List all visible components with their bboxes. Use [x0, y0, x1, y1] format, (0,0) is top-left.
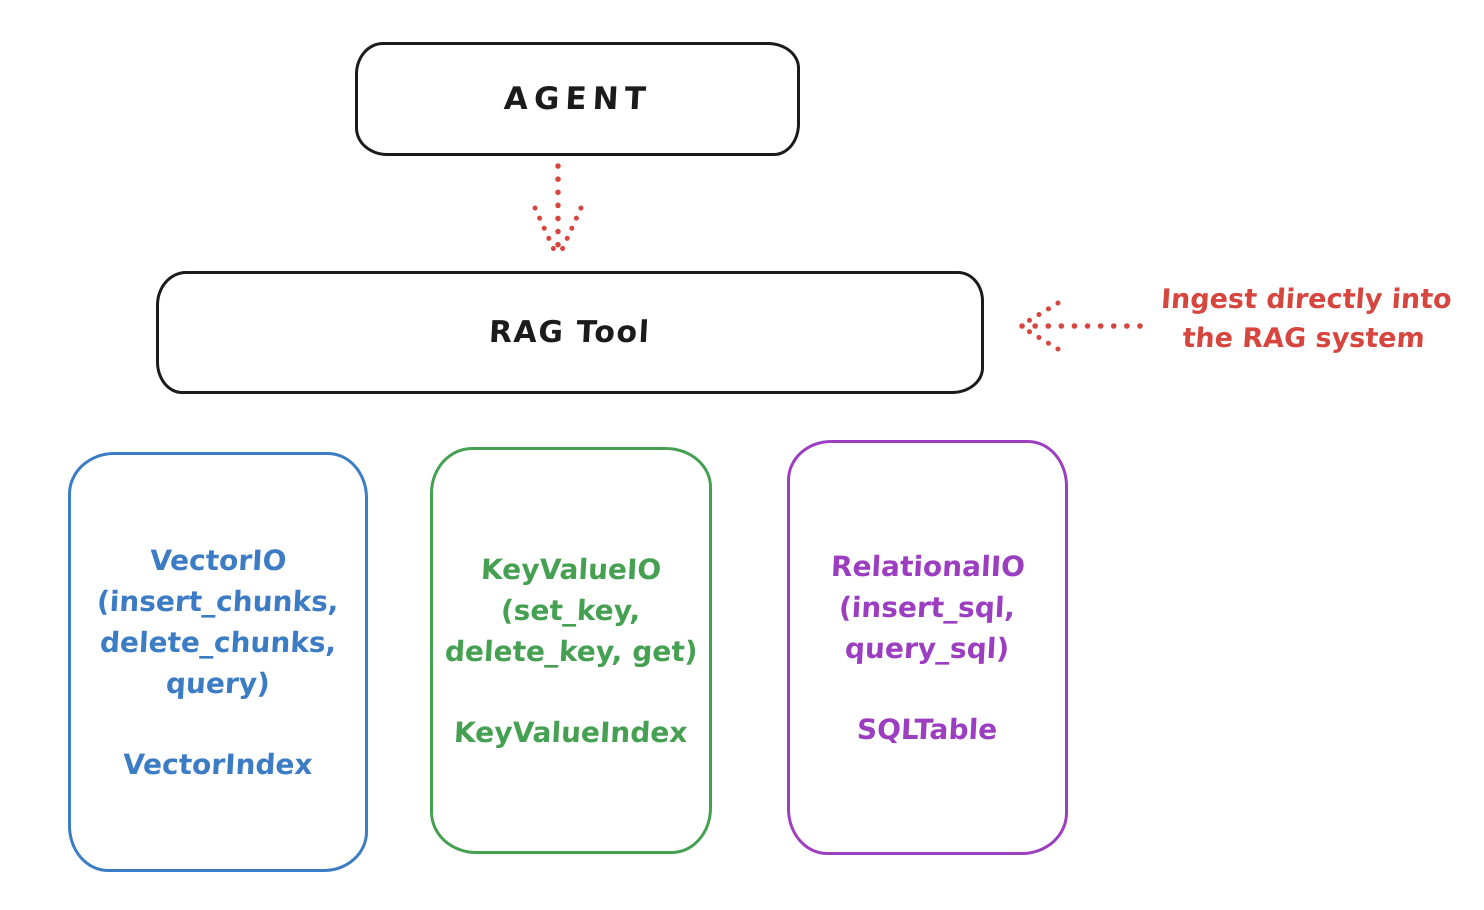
rag-tool-label: RAG Tool [488, 315, 652, 350]
arrowhead-upper-stroke [1022, 300, 1061, 326]
arrowhead-lower-stroke [1022, 326, 1061, 352]
relational-io-title: RelationalIO [829, 549, 1026, 583]
vector-io-method-line: query) [165, 666, 271, 700]
vector-io-method-line: (insert_chunks, [96, 584, 340, 618]
vector-io-box[interactable]: VectorIO (insert_chunks, delete_chunks, … [68, 452, 368, 872]
sql-table-label: SQLTable [856, 712, 999, 746]
keyvalue-io-method-line: delete_key, get) [443, 634, 699, 668]
relational-io-box[interactable]: RelationalIO (insert_sql, query_sql) SQL… [787, 440, 1068, 855]
vector-io-title: VectorIO [148, 543, 288, 577]
relational-io-method-line: query_sql) [844, 631, 1011, 665]
agent-node[interactable]: AGENT [355, 42, 800, 156]
vector-index-label: VectorIndex [122, 747, 314, 781]
annotation-line-2: the RAG system [1181, 323, 1426, 354]
keyvalue-io-method-line: (set_key, [500, 593, 642, 627]
arrowhead-right-stroke [558, 205, 584, 255]
keyvalue-index-label: KeyValueIndex [453, 715, 689, 749]
agent-to-rag-dotted-arrow[interactable] [518, 162, 598, 268]
keyvalue-io-title: KeyValueIO [480, 552, 662, 586]
ingest-annotation[interactable]: Ingest directly into the RAG system [1135, 280, 1474, 358]
rag-tool-node[interactable]: RAG Tool [156, 271, 984, 394]
relational-io-method-line: (insert_sql, [838, 590, 1017, 624]
keyvalue-io-box[interactable]: KeyValueIO (set_key, delete_key, get) Ke… [430, 447, 712, 854]
annotation-line-1: Ingest directly into [1159, 284, 1453, 315]
ingest-dotted-arrow[interactable] [1012, 292, 1144, 360]
agent-label: AGENT [502, 81, 653, 117]
arrowhead-left-stroke [532, 205, 558, 255]
vector-io-method-line: delete_chunks, [98, 625, 338, 659]
